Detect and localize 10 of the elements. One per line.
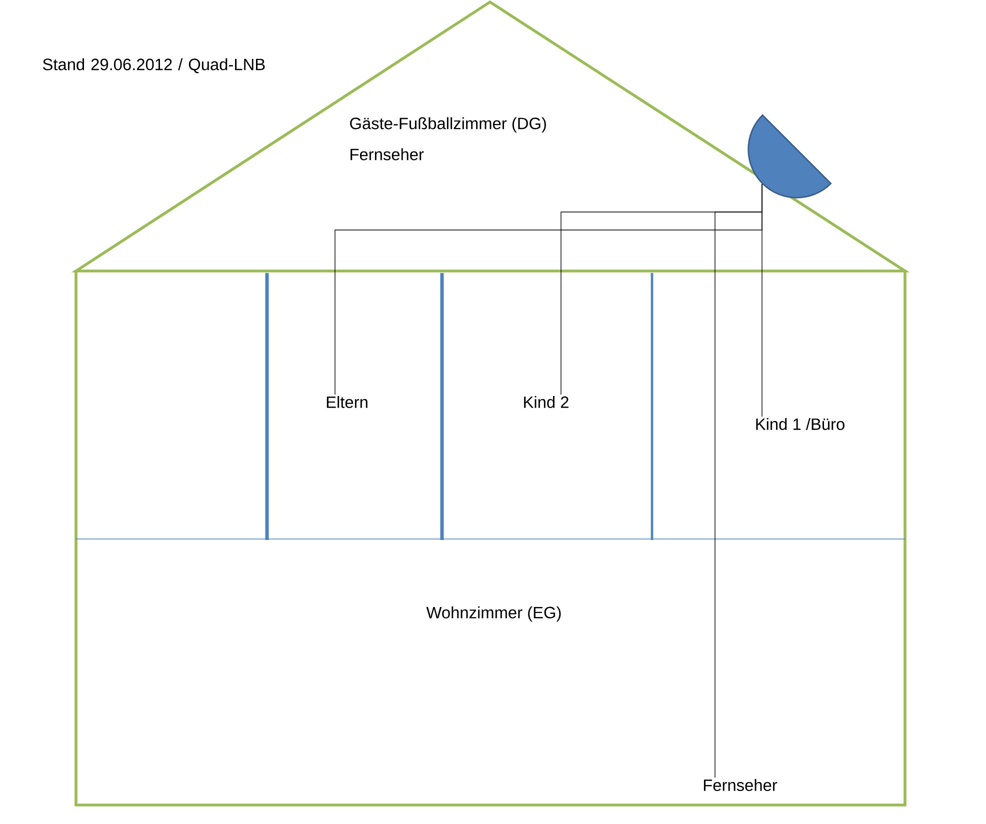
cable — [714, 184, 762, 778]
room-label: Gäste-Fußballzimmer (DG) — [350, 117, 546, 133]
room-label: Kind 1 /Büro — [756, 418, 844, 430]
satellite-dish — [748, 114, 832, 198]
tv-label: Fernseher — [704, 778, 778, 792]
note-text: Stand 29.06.2012 / Quad-LNB — [43, 58, 265, 74]
room-label: Eltern — [326, 396, 368, 408]
tv-label: Fernseher — [350, 148, 424, 160]
room-label: Kind 2 — [524, 396, 568, 408]
room-label: Wohnzimmer (EG) — [426, 606, 561, 622]
